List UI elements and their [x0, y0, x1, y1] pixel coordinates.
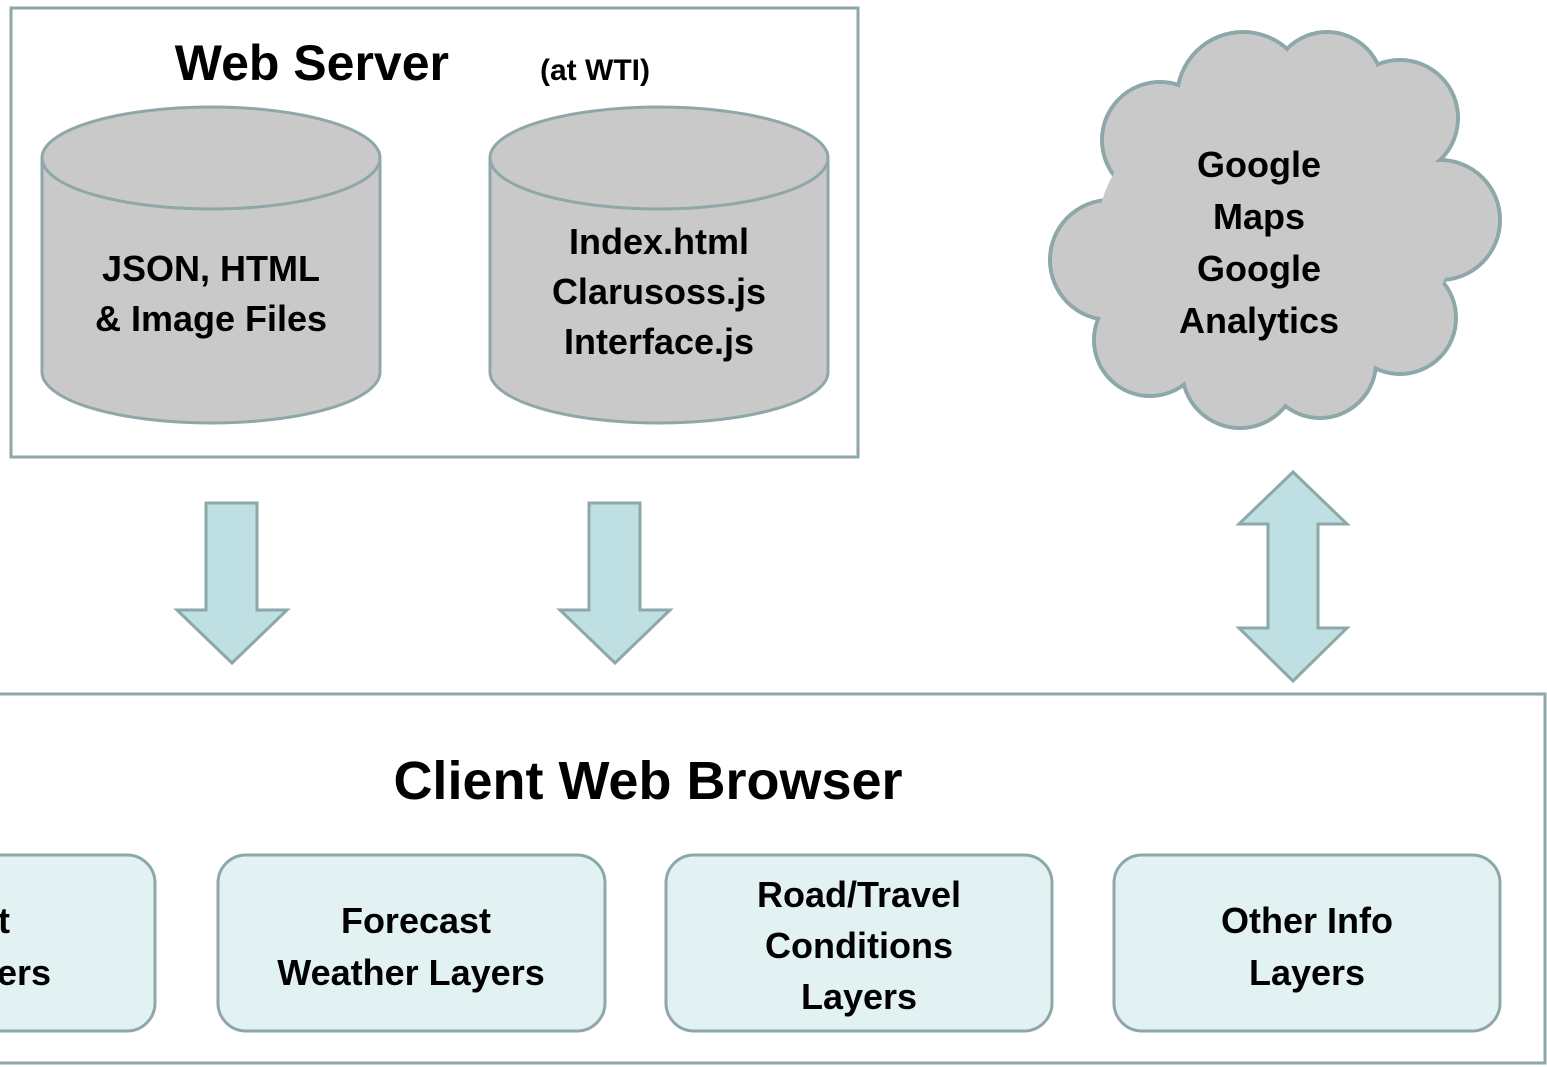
database-body	[40, 158, 382, 425]
layer-box	[1112, 853, 1502, 1033]
database-data-files: JSON, HTML & Image Files	[40, 105, 382, 425]
layer-label-line: Other Info	[1221, 900, 1393, 941]
database-label-line: Index.html	[569, 221, 749, 262]
database-body	[488, 158, 830, 425]
layer-label-line: nt	[0, 900, 10, 941]
layer-box-current: nt Layers	[0, 853, 157, 1033]
layer-label-line: Layers	[0, 952, 51, 993]
cloud-label-line: Maps	[1213, 196, 1305, 237]
down-arrow	[556, 501, 674, 666]
down-arrow	[173, 501, 291, 666]
layer-label-line: Layers	[801, 976, 917, 1017]
database-label-line: Interface.js	[564, 321, 754, 362]
cloud-label-line: Analytics	[1179, 300, 1339, 341]
database-label-line: & Image Files	[95, 298, 327, 339]
layer-box-forecast: Forecast Weather Layers	[216, 853, 607, 1033]
layer-box-road-travel: Road/Travel Conditions Layers	[664, 853, 1054, 1033]
layer-box	[0, 853, 157, 1033]
layer-label-line: Road/Travel	[757, 874, 961, 915]
web-server-title: Web Server	[175, 35, 449, 91]
client-browser-title: Client Web Browser	[393, 751, 902, 811]
layer-label-line: Layers	[1249, 952, 1365, 993]
cloud-label-line: Google	[1197, 144, 1321, 185]
layer-label-line: Weather Layers	[277, 952, 544, 993]
layer-label-line: Forecast	[341, 900, 491, 941]
cloud-fill	[1052, 34, 1498, 426]
database-label-line: JSON, HTML	[102, 248, 320, 289]
layer-box	[216, 853, 607, 1033]
database-app-files: Index.html Clarusoss.js Interface.js	[488, 105, 830, 425]
database-label-line: Clarusoss.js	[552, 271, 766, 312]
database-top	[488, 105, 830, 211]
google-services-cloud: Google Maps Google Analytics	[1048, 30, 1502, 430]
layer-label-line: Conditions	[765, 925, 953, 966]
database-top	[40, 105, 382, 211]
layer-box	[664, 853, 1054, 1033]
bidirectional-arrow	[1235, 469, 1351, 684]
layer-box-other-info: Other Info Layers	[1112, 853, 1502, 1033]
cloud-label-line: Google	[1197, 248, 1321, 289]
web-server-subtitle: (at WTI)	[540, 54, 650, 87]
